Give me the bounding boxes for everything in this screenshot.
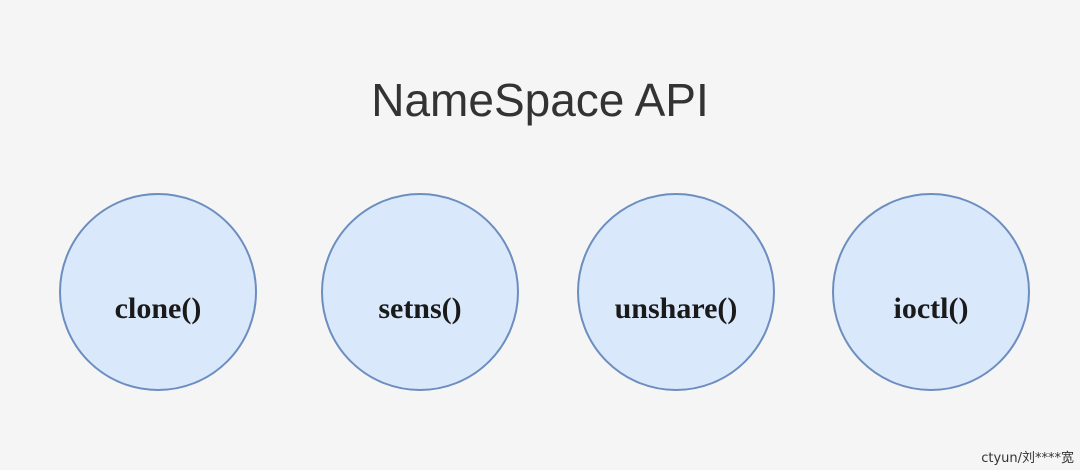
node-label: unshare() [614,292,738,325]
diagram-title: NameSpace API [371,74,709,126]
node-label: clone() [114,292,202,325]
node-label: setns() [378,292,462,325]
node-unshare: unshare() [577,193,775,391]
node-label: ioctl() [893,292,969,325]
node-setns: setns() [321,193,519,391]
watermark: ctyun/刘****宽 [981,451,1074,466]
node-ioctl: ioctl() [832,193,1030,391]
node-clone: clone() [59,193,257,391]
